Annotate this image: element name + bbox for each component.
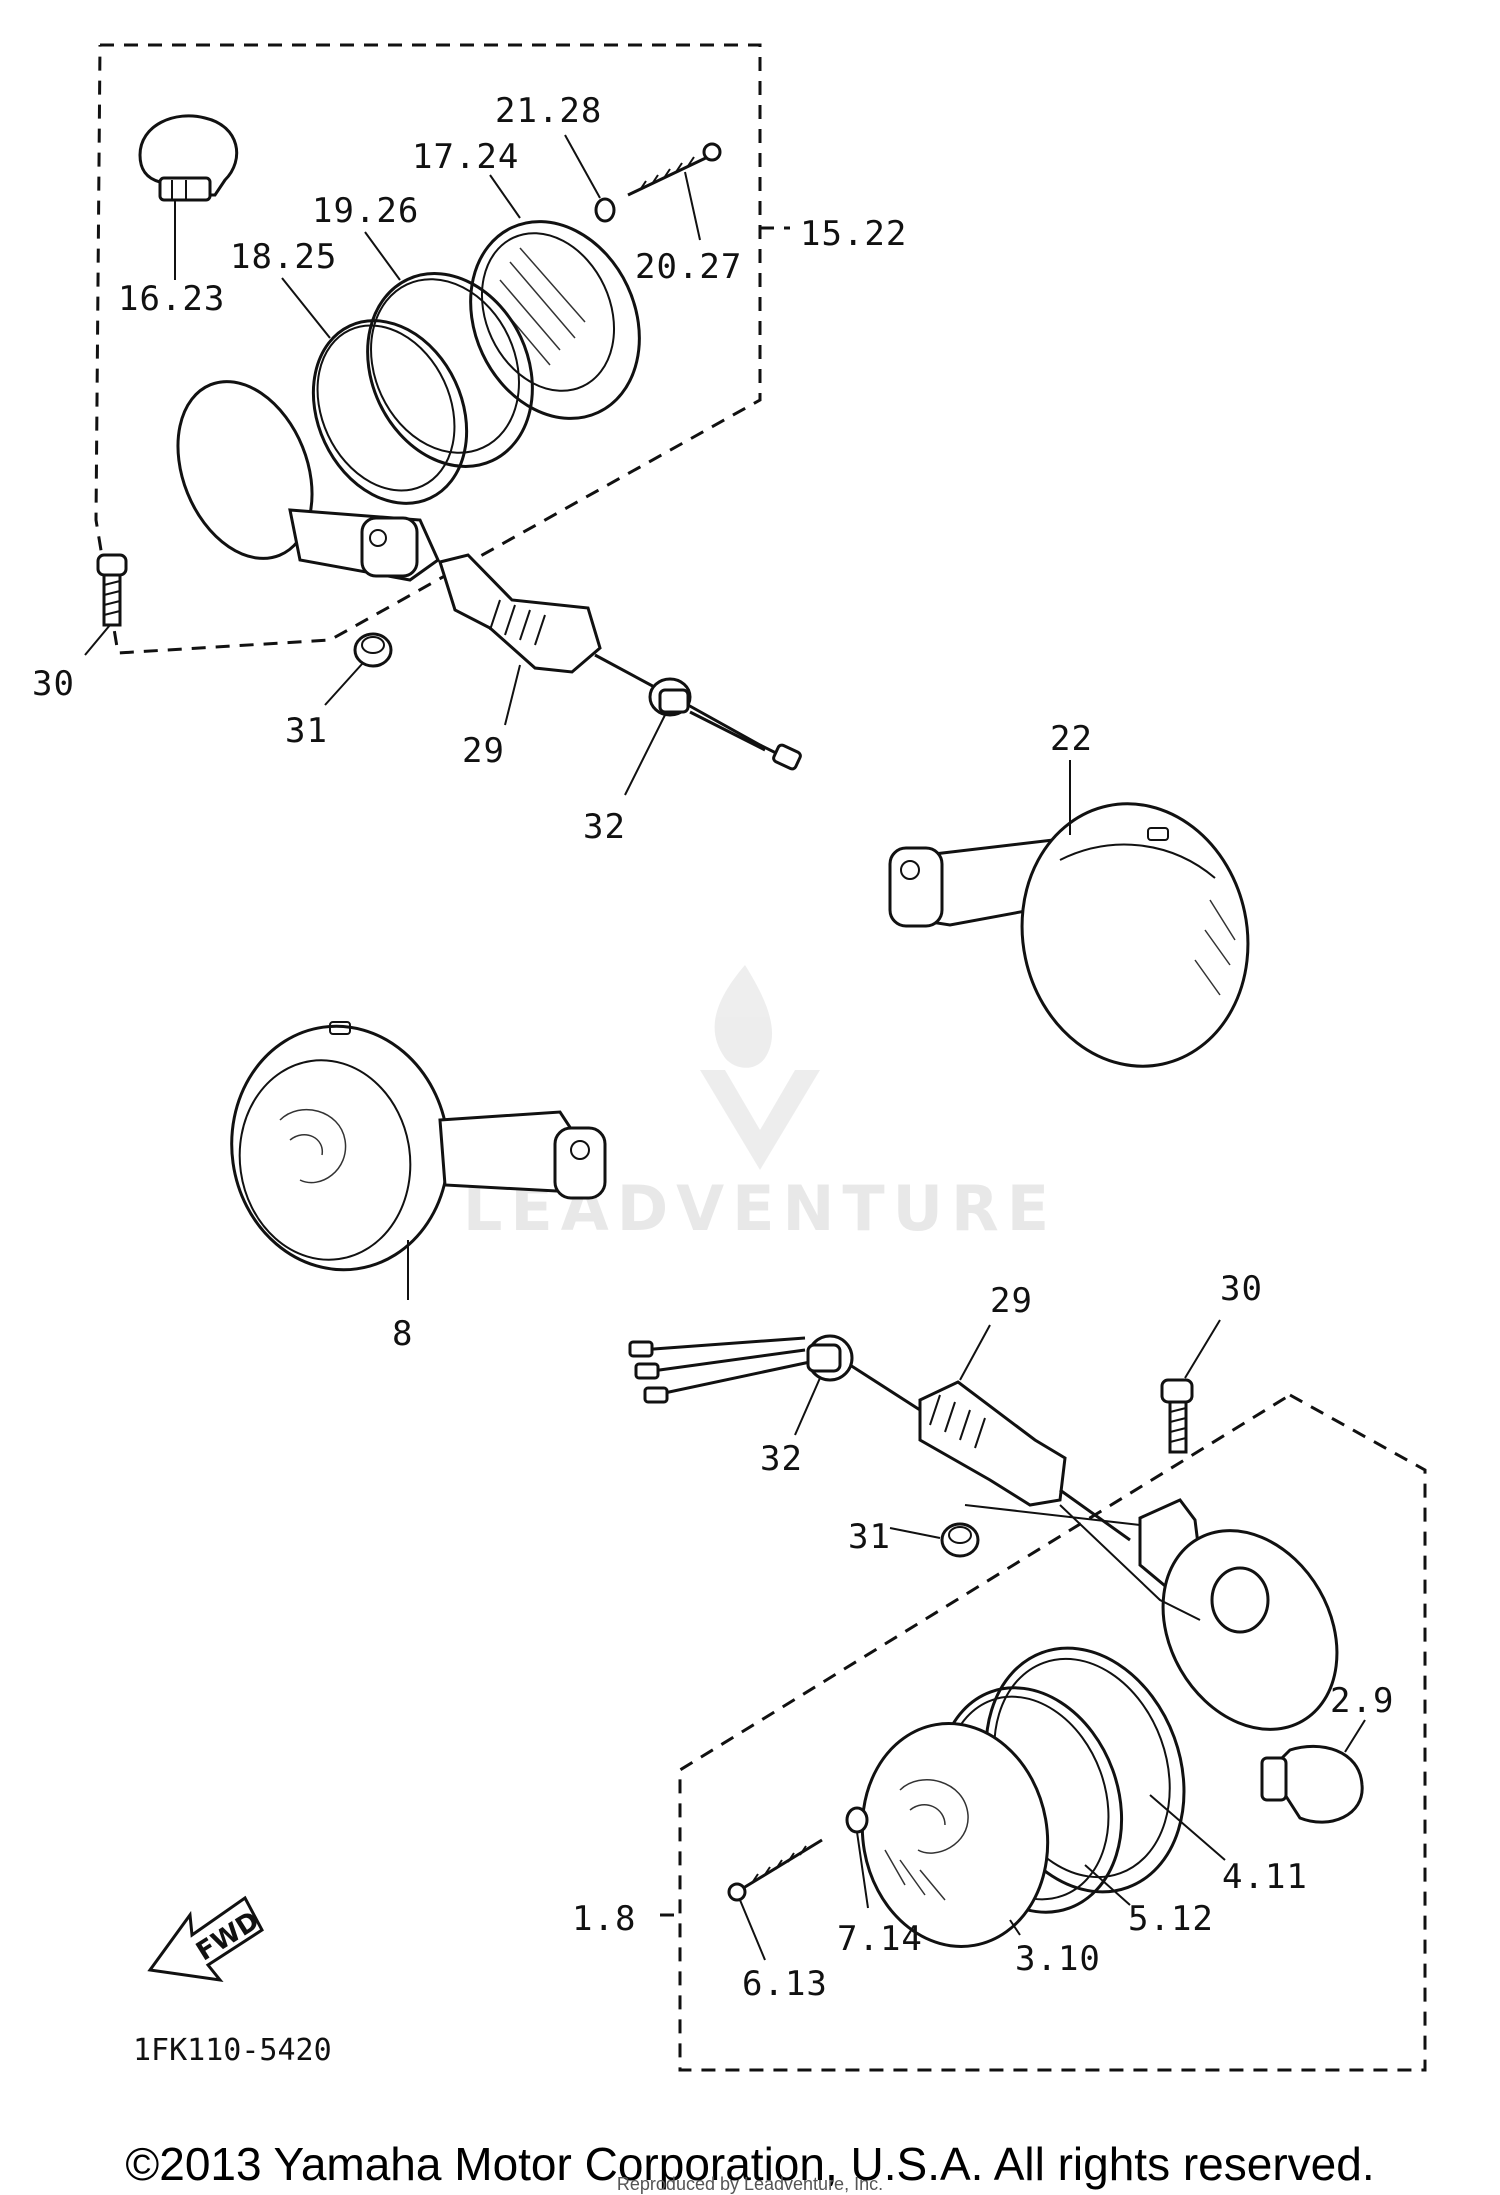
leader-32a [624, 714, 666, 796]
mounting-bolt-part-lower [1160, 1378, 1194, 1454]
forward-arrow-icon: FWD [147, 1895, 265, 1983]
callout-5-12: 5.12 [1128, 1899, 1214, 1939]
mounting-bolt-part [96, 553, 128, 627]
nut-part [594, 197, 616, 223]
callout-30-upper: 30 [32, 664, 75, 704]
leader-29b [959, 1324, 991, 1381]
callout-2-9: 2.9 [1330, 1681, 1394, 1721]
bulb-part-lower [1260, 1744, 1364, 1824]
lens-part-lower [860, 1722, 1050, 1948]
callout-15-22: 15.22 [800, 214, 907, 254]
leader-30a [84, 624, 111, 656]
leader-21-28 [564, 134, 601, 199]
signal-housing-part-lower [964, 1498, 1339, 1731]
callout-30-lower: 30 [1220, 1269, 1263, 1309]
leader-5-12 [1084, 1864, 1131, 1906]
callout-6-13: 6.13 [742, 1964, 828, 2004]
leader-6-13 [739, 1899, 766, 1961]
lens-screw-part [627, 142, 722, 197]
watermark-flame-icon [714, 965, 773, 1068]
right-signal-assembly-part [888, 802, 1250, 1068]
rim-ring-part [366, 272, 534, 468]
copyright-notice: ©2013 Yamaha Motor Corporation, U.S.A. A… [125, 2138, 1374, 2190]
callout-4-11: 4.11 [1222, 1857, 1308, 1897]
leader-7-14 [856, 1831, 869, 1909]
callout-31-upper: 31 [285, 711, 328, 751]
callout-22: 22 [1050, 719, 1093, 759]
leader-19-26 [364, 231, 401, 281]
leader-30b [1184, 1319, 1221, 1379]
signal-housing-part [176, 380, 440, 582]
stem-part-lower [918, 1380, 1131, 1542]
callout-31-lower: 31 [848, 1517, 891, 1557]
leader-2-9 [1344, 1719, 1366, 1753]
callout-19-26: 19.26 [312, 191, 419, 231]
gasket-part [311, 319, 469, 505]
callout-17-24: 17.24 [412, 137, 519, 177]
wire-harness-part [628, 1334, 921, 1412]
cable-grommet-part [648, 677, 802, 771]
callout-18-25: 18.25 [230, 237, 337, 277]
callout-20-27: 20.27 [635, 247, 742, 287]
callout-1-8: 1.8 [572, 1899, 636, 1939]
callout-32-lower: 32 [760, 1439, 803, 1479]
leader-29a [504, 664, 521, 726]
watermark: LEADVENTURE [463, 965, 1049, 1245]
leader-17-24 [489, 174, 521, 219]
callout-29-upper: 29 [462, 731, 505, 771]
callout-7-14: 7.14 [837, 1919, 923, 1959]
nut-part-lower [845, 1806, 869, 1834]
grommet-part-lower [940, 1522, 980, 1558]
callout-29-lower: 29 [990, 1281, 1033, 1321]
bulb-part [138, 114, 239, 202]
leader-32b [794, 1377, 821, 1436]
callout-21-28: 21.28 [495, 91, 602, 131]
reproduced-note: Reproduced by Leadventure, Inc. [617, 2174, 883, 2194]
leader-31b [889, 1527, 941, 1539]
callout-16-23: 16.23 [118, 279, 225, 319]
callout-3-10: 3.10 [1015, 1939, 1101, 1979]
leader-18-25 [281, 277, 331, 339]
leader-3-10 [1009, 1919, 1021, 1936]
leader-31a [324, 663, 363, 706]
stem-part [438, 553, 661, 692]
leader-4-11 [1149, 1794, 1226, 1861]
figure-code: 1FK110-5420 [133, 2033, 332, 2068]
upper-assembly-boundary [94, 43, 762, 655]
watermark-v-icon [700, 1070, 820, 1170]
lower-assembly-boundary [678, 1393, 1427, 2072]
lens-part [469, 220, 641, 420]
left-signal-assembly-part [230, 1021, 607, 1272]
lens-screw-part-lower [727, 1838, 823, 1902]
leader-20-27 [684, 171, 701, 241]
callout-8: 8 [392, 1314, 413, 1354]
grommet-part [353, 632, 393, 668]
callout-32-upper: 32 [583, 807, 626, 847]
